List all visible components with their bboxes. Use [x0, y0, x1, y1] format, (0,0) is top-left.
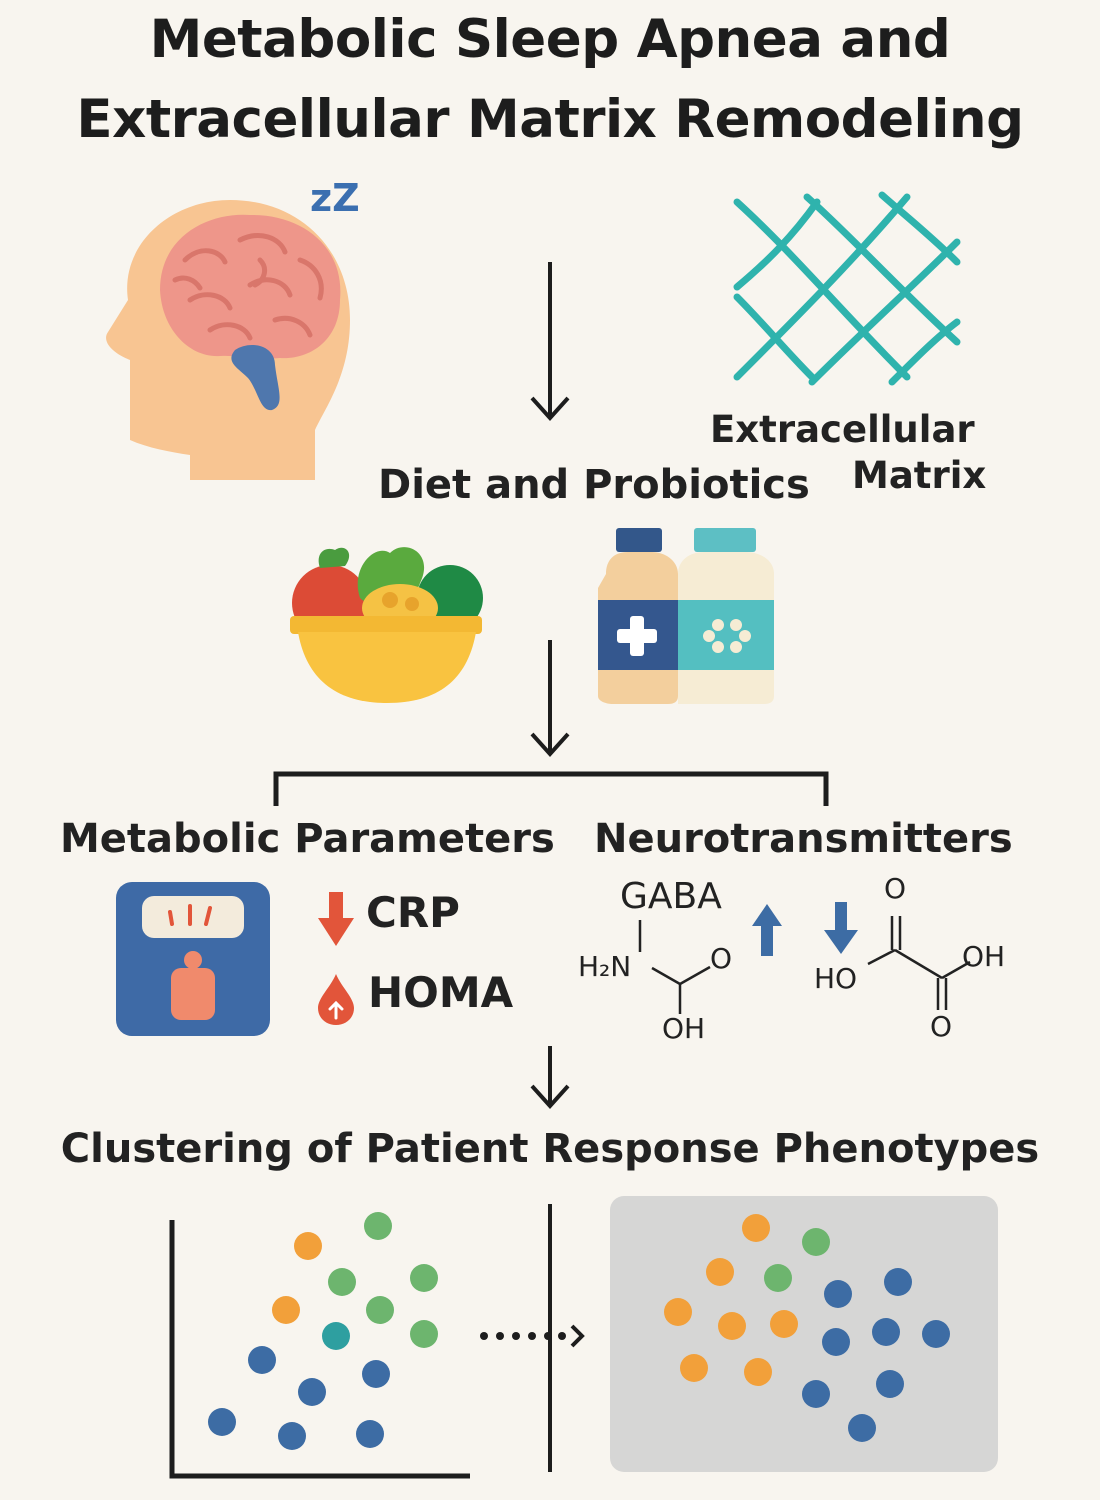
oxalic-acid-bonds — [867, 916, 971, 1010]
neurotransmitters-label: Neurotransmitters — [594, 816, 1013, 862]
title-line-2: Extracellular Matrix Remodeling — [76, 89, 1024, 150]
increase-arrow-icon — [752, 904, 782, 956]
scatter-point — [362, 1360, 390, 1388]
scatter-point — [410, 1264, 438, 1292]
cluster-point — [680, 1354, 708, 1382]
cluster-point — [802, 1228, 830, 1256]
cluster-point — [742, 1214, 770, 1242]
scatter-point — [364, 1212, 392, 1240]
dotted-transition-arrow — [480, 1324, 585, 1348]
gaba-hydroxyl: OH — [662, 1012, 706, 1045]
cluster-point — [876, 1370, 904, 1398]
oxalate-oxygen-top: O — [884, 872, 907, 905]
cluster-point — [664, 1298, 692, 1326]
title-line-1: Metabolic Sleep Apnea and — [149, 9, 951, 70]
scatter-point — [298, 1378, 326, 1406]
probiotic-bottles-icon — [598, 528, 774, 704]
oxalate-hydroxyl-left: HO — [814, 962, 858, 995]
metabolic-parameters-label: Metabolic Parameters — [60, 816, 555, 862]
cluster-point — [872, 1318, 900, 1346]
cluster-point — [764, 1264, 792, 1292]
homa-label: HOMA — [368, 968, 514, 1017]
scatter-point — [208, 1408, 236, 1436]
arrow-down-1 — [530, 262, 570, 421]
gaba-label: GABA — [620, 876, 722, 917]
scatter-point — [294, 1232, 322, 1260]
cluster-point — [884, 1268, 912, 1296]
food-bowl-icon — [290, 547, 483, 703]
scatter-point — [356, 1420, 384, 1448]
ecm-label-line-2: Matrix — [852, 454, 987, 497]
ecm-label-line-1: Extracellular — [710, 408, 975, 451]
h2n-group: H₂N — [578, 950, 632, 983]
panel-divider — [548, 1204, 552, 1472]
cluster-point — [824, 1280, 852, 1308]
oxalate-oxygen-bottom: O — [930, 1010, 953, 1043]
diet-probiotics-label: Diet and Probiotics — [378, 462, 810, 508]
scatter-point — [410, 1320, 438, 1348]
cluster-point — [770, 1310, 798, 1338]
clustered-phenotypes-panel — [610, 1196, 998, 1472]
cluster-point — [706, 1258, 734, 1286]
crp-label: CRP — [366, 888, 460, 937]
oxalate-hydroxyl-right: OH — [962, 940, 1006, 973]
branch-bracket — [273, 771, 829, 806]
left-scatter-points — [208, 1212, 438, 1450]
sleeping-head-icon — [106, 200, 350, 480]
cluster-point — [718, 1312, 746, 1340]
clustering-label: Clustering of Patient Response Phenotype… — [60, 1126, 1040, 1172]
raw-patient-scatter-plot — [169, 1212, 470, 1479]
scatter-point — [366, 1296, 394, 1324]
gaba-structure-bonds — [638, 920, 711, 1014]
decrease-arrow-icon — [318, 892, 354, 946]
arrow-down-2 — [530, 640, 570, 757]
right-scatter-points — [664, 1214, 950, 1442]
cluster-point — [744, 1358, 772, 1386]
cluster-point — [922, 1320, 950, 1348]
decrease-blue-arrow-icon — [824, 902, 858, 954]
scatter-point — [248, 1346, 276, 1374]
scatter-point — [328, 1268, 356, 1296]
cluster-point — [848, 1414, 876, 1442]
cluster-point — [822, 1328, 850, 1356]
scatter-point — [278, 1422, 306, 1450]
weight-scale-icon — [116, 882, 270, 1036]
blood-drop-icon — [318, 974, 354, 1025]
scatter-point — [272, 1296, 300, 1324]
extracellular-matrix-mesh-icon — [733, 191, 961, 386]
sleep-zz-icon: zZ — [310, 176, 360, 220]
gaba-oxygen: O — [710, 942, 733, 975]
cluster-point — [802, 1380, 830, 1408]
scatter-point — [322, 1322, 350, 1350]
arrow-down-3 — [530, 1046, 570, 1109]
